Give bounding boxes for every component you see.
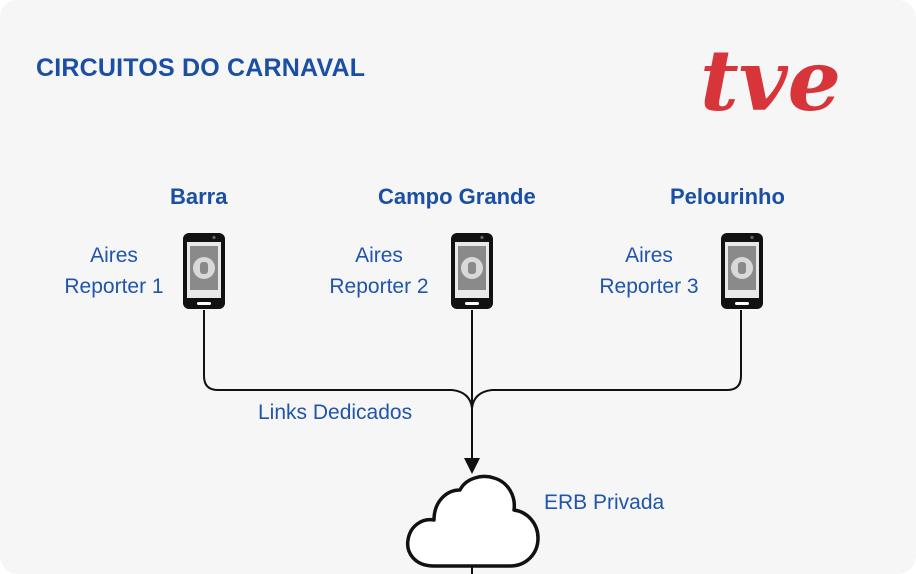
reporter-role: Reporter 2 [329,275,429,298]
reporter-name: Aires [90,244,138,267]
erb-privada-label: ERB Privada [544,491,665,514]
reporter-label-1: Aires Reporter 1 [56,240,172,302]
smartphone-icon [451,233,493,309]
reporter-name: Aires [355,244,403,267]
reporter-role: Reporter 3 [599,275,699,298]
page-title: CIRCUITOS DO CARNAVAL [36,54,366,82]
reporter-label-3: Aires Reporter 3 [588,240,710,302]
site-name-pelourinho: Pelourinho [670,184,785,209]
line-barra [203,310,473,409]
site-name-barra: Barra [170,184,228,209]
reporter-label-2: Aires Reporter 2 [318,240,440,302]
tve-logo: tve [700,32,841,128]
links-dedicados-label: Links Dedicados [258,401,413,424]
smartphone-icon [183,233,225,309]
reporter-role: Reporter 1 [64,275,164,298]
logo-text: tve [700,32,841,128]
smartphone-icon [721,233,763,309]
reporter-name: Aires [625,244,673,267]
site-name-campo-grande: Campo Grande [378,184,536,209]
line-pelourinho [471,310,742,409]
cloud-icon [405,474,540,568]
